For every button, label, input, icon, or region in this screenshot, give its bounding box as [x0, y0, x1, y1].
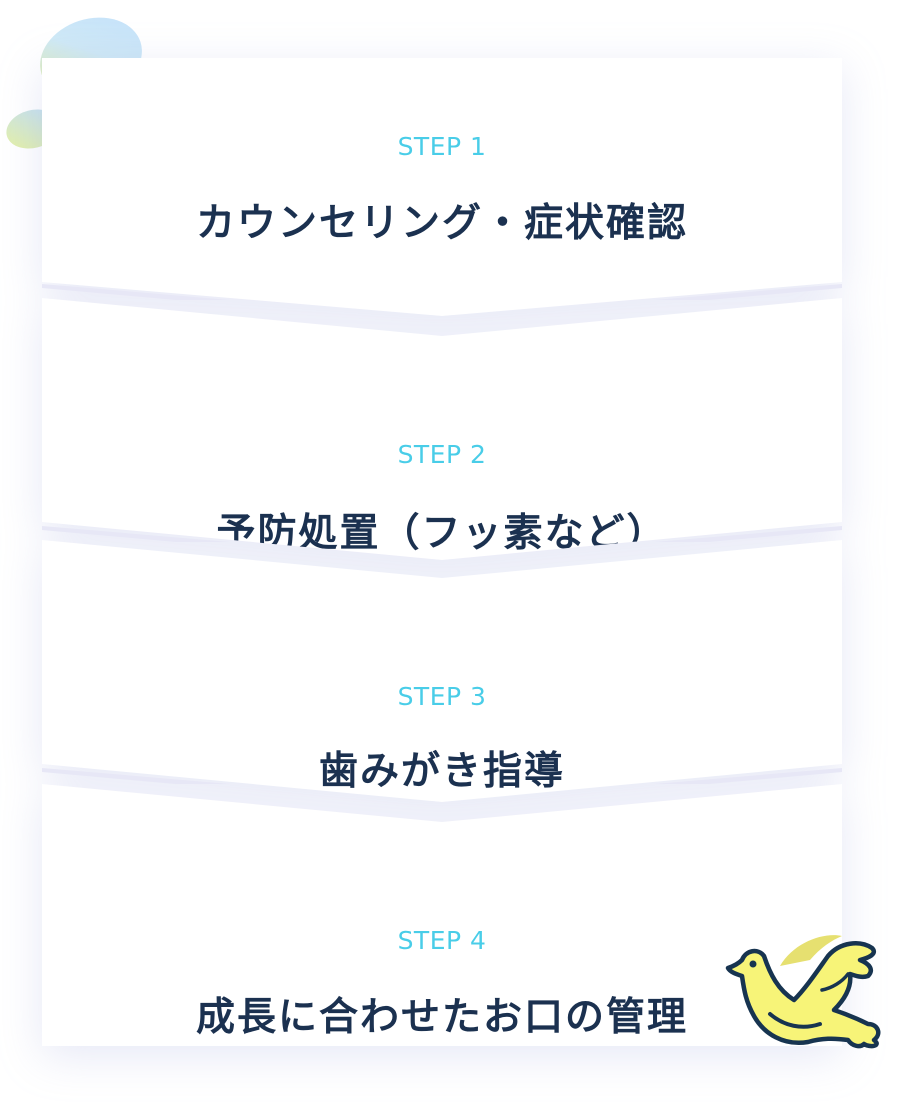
step-title: 予防処置（フッ素など）	[216, 511, 668, 556]
step-label: STEP 4	[397, 926, 487, 955]
step-label: STEP 1	[397, 132, 487, 161]
step-flow: STEP 1 カウンセリング・症状確認 STEP 2 予防処置（フッ素など） S…	[42, 58, 842, 1046]
step-title: 成長に合わせたお口の管理	[195, 995, 688, 1040]
step-card-2: STEP 2 予防処置（フッ素など）	[42, 298, 842, 560]
step-card-4: STEP 4 成長に合わせたお口の管理	[42, 784, 842, 1046]
bird-icon	[725, 935, 881, 1049]
step-title: カウンセリング・症状確認	[195, 201, 688, 246]
step-title: 歯みがき指導	[318, 749, 565, 794]
step-card-1: STEP 1 カウンセリング・症状確認	[42, 58, 842, 316]
step-card-3: STEP 3 歯みがき指導	[42, 540, 842, 802]
step-label: STEP 2	[397, 440, 487, 469]
step-label: STEP 3	[397, 682, 487, 711]
